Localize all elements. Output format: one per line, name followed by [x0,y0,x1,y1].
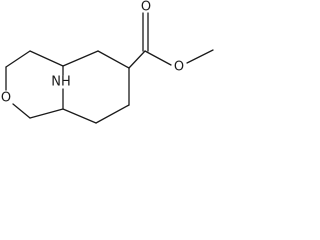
ring-nitrogen-label: NH [51,75,71,90]
bond-bridgehead-bottom-to-ch2-oxygen-side [62,108,97,124]
bond-ring-oxygen-to-ch2-bottom-left [12,103,31,119]
bond-ring-carbon-to-carbonyl-carbon [128,50,146,69]
bond-ch2-left-top-to-ch2-left [5,50,31,68]
ester-group-bonds [128,12,214,69]
bond-ester-oxygen-to-methyl [186,49,214,64]
bond-bridgehead-top-to-ch2-left-top [29,50,64,67]
bond-bridgehead-top-to-ch2-top [62,50,99,67]
bond-ch2-top-to-ester-carbon [97,50,130,69]
chemical-structure: NH O O O [1,0,214,124]
ring-oxygen-label: O [1,91,11,106]
carbonyl-oxygen-label: O [141,0,151,15]
ring-bonds [5,50,130,124]
bond-ch2-bottom-to-bridgehead-bottom [95,104,130,124]
bond-carbonyl-carbon-to-ester-oxygen [144,50,172,66]
ester-oxygen-label: O [174,60,184,75]
bond-ch2-bottom-left-to-bridgehead-bottom [29,108,64,119]
